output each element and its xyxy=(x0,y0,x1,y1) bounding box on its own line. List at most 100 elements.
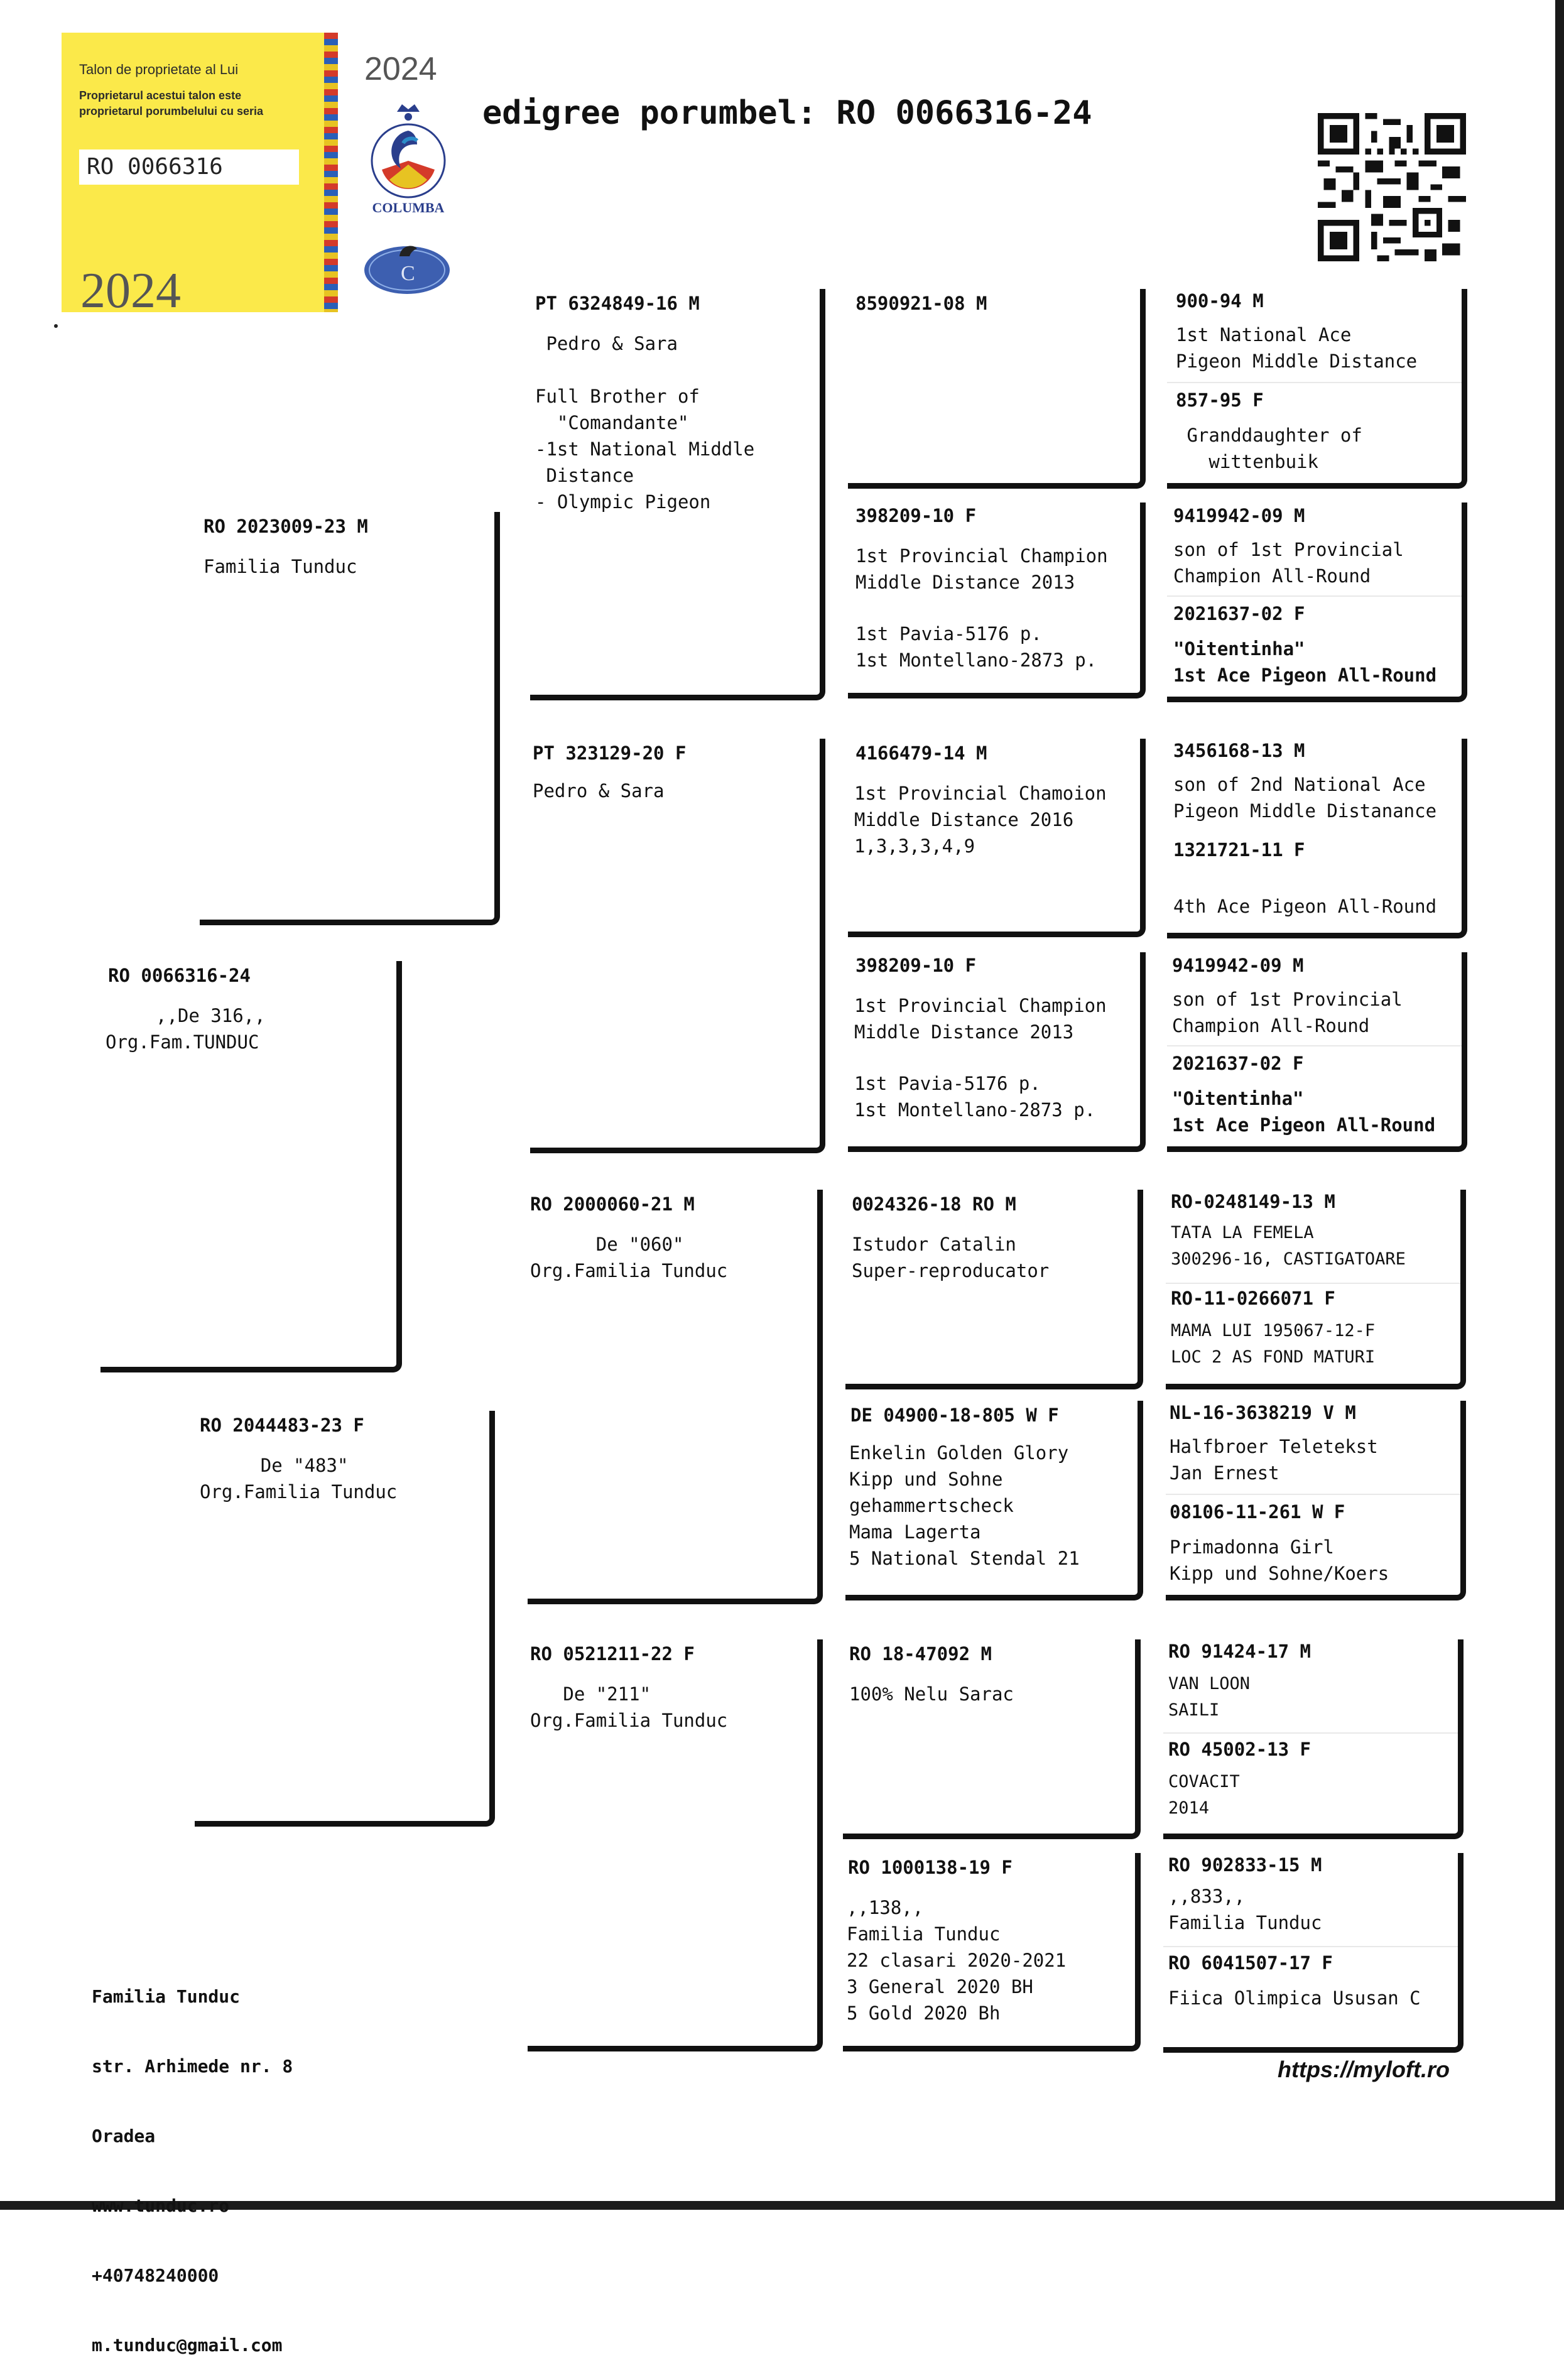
g4-line: 4th Ace Pigeon All-Round xyxy=(1173,896,1437,917)
grandparent-line: Org.Familia Tunduc xyxy=(530,1710,728,1731)
g4-divider xyxy=(1163,1946,1458,1947)
grandparent-ring: PT 6324849-16 M xyxy=(535,293,700,314)
g4-line: Pigeon Middle Distance xyxy=(1176,350,1418,372)
grandparent-box: RO 0521211-22 F De "211" Org.Familia Tun… xyxy=(528,1639,823,2051)
svg-text:C: C xyxy=(401,262,415,285)
g4-divider xyxy=(1167,832,1462,833)
breeder-address: Familia Tunduc str. Arhimede nr. 8 Orade… xyxy=(92,1986,293,2356)
gg-line: 1st Provincial Champion xyxy=(855,545,1108,567)
g4-divider xyxy=(1167,1045,1462,1046)
grandparent-line: Full Brother of xyxy=(535,386,700,407)
gg-line: 100% Nelu Sarac xyxy=(849,1683,1014,1705)
gg-line: 3 General 2020 BH xyxy=(847,1976,1033,1997)
g4-line: 1st Ace Pigeon All-Round xyxy=(1172,1114,1436,1136)
g4-ring: RO-0248149-13 M xyxy=(1171,1191,1335,1212)
g4-line: Champion All-Round xyxy=(1172,1015,1370,1036)
g4-line: 1st National Ace xyxy=(1176,324,1352,345)
g4-box: NL-16-3638219 V M Halfbroer Teletekst Ja… xyxy=(1166,1401,1466,1600)
g4-divider xyxy=(1167,595,1462,597)
g4-line: son of 2nd National Ace xyxy=(1173,774,1426,795)
g4-ring: 3456168-13 M xyxy=(1173,740,1305,761)
great-grandparent-box: 8590921-08 M xyxy=(848,289,1146,489)
ticket-title: Talon de proprietate al Lui xyxy=(79,62,239,77)
g4-ring: 2021637-02 F xyxy=(1173,603,1305,624)
g4-box: 3456168-13 M son of 2nd National Ace Pig… xyxy=(1167,739,1467,938)
g4-divider xyxy=(1163,1732,1458,1734)
subject-line: ,,De 316,, xyxy=(156,1005,266,1026)
g4-ring: 9419942-09 M xyxy=(1172,955,1304,976)
g4-line: TATA LA FEMELA xyxy=(1171,1223,1314,1242)
great-grandparent-box: 4166479-14 M 1st Provincial Chamoion Mid… xyxy=(848,739,1146,937)
g4-ring: 900-94 M xyxy=(1176,290,1264,312)
gg-line: 5 National Stendal 21 xyxy=(849,1548,1080,1569)
email-link[interactable]: m.tunduc@gmail.com xyxy=(92,2335,283,2356)
g4-ring: RO 902833-15 M xyxy=(1168,1854,1322,1876)
sire-box: RO 2023009-23 M Familia Tunduc xyxy=(200,512,500,925)
grandparent-line: Pedro & Sara xyxy=(533,780,665,801)
stray-mark xyxy=(54,324,58,328)
g4-ring: RO 45002-13 F xyxy=(1168,1739,1311,1760)
gg-line: Super-reproducator xyxy=(852,1260,1050,1281)
grandparent-line: "Comandante" xyxy=(535,412,689,433)
gg-line: Familia Tunduc xyxy=(847,1923,1001,1945)
great-grandparent-box: 398209-10 F 1st Provincial Champion Midd… xyxy=(848,503,1146,698)
g4-line: son of 1st Provincial xyxy=(1172,989,1403,1010)
ticket-text: Proprietarul acestui talon este propriet… xyxy=(79,89,264,117)
g4-ring: 857-95 F xyxy=(1176,389,1264,411)
gg-line: Mama Lagerta xyxy=(849,1521,981,1543)
g4-line: COVACIT xyxy=(1168,1772,1240,1791)
phone-number: +40748240000 xyxy=(92,2265,219,2286)
website-link[interactable]: www.tunduc.ro xyxy=(92,2195,230,2216)
great-grandparent-box: 398209-10 F 1st Provincial Champion Midd… xyxy=(848,952,1146,1152)
page-title: edigree porumbel: RO 0066316-24 xyxy=(482,94,1092,132)
g4-box: 9419942-09 M son of 1st Provincial Champ… xyxy=(1167,952,1467,1152)
gg-ring: 4166479-14 M xyxy=(855,742,987,764)
g4-line: Champion All-Round xyxy=(1173,565,1371,587)
gg-line: 1st Provincial Chamoion xyxy=(854,783,1107,804)
grandparent-box: PT 6324849-16 M Pedro & Sara Full Brothe… xyxy=(530,289,825,700)
gg-line: 5 Gold 2020 Bh xyxy=(847,2002,1001,2024)
g4-line: Kipp und Sohne/Koers xyxy=(1170,1563,1389,1584)
g4-line: ,,833,, xyxy=(1168,1886,1246,1907)
g4-line: 300296-16, CASTIGATOARE xyxy=(1171,1249,1406,1269)
g4-divider xyxy=(1167,382,1462,383)
gg-ring: RO 18-47092 M xyxy=(849,1643,992,1665)
grandparent-line: Distance xyxy=(535,465,634,486)
columba-logo-icon xyxy=(371,104,446,198)
g4-line: VAN LOON xyxy=(1168,1674,1251,1693)
fci-logo-icon: C xyxy=(364,246,450,294)
grandparent-line: Pedro & Sara xyxy=(535,333,678,354)
gg-line: Middle Distance 2013 xyxy=(854,1021,1074,1043)
gg-ring: 398209-10 F xyxy=(855,955,977,976)
g4-line: 1st Ace Pigeon All-Round xyxy=(1173,665,1437,686)
g4-box: RO-0248149-13 M TATA LA FEMELA 300296-16… xyxy=(1166,1190,1466,1389)
myloft-link[interactable]: https://myloft.ro xyxy=(1278,2057,1450,2082)
gg-line: gehammertscheck xyxy=(849,1495,1014,1516)
grandparent-line: Org.Familia Tunduc xyxy=(530,1260,728,1281)
great-grandparent-box: RO 18-47092 M 100% Nelu Sarac xyxy=(843,1639,1141,1839)
g4-ring: 1321721-11 F xyxy=(1173,839,1305,861)
g4-ring: 2021637-02 F xyxy=(1172,1053,1304,1074)
gg-line: Enkelin Golden Glory xyxy=(849,1442,1069,1464)
g4-box: RO 902833-15 M ,,833,, Familia Tunduc RO… xyxy=(1163,1853,1464,2053)
g4-line: MAMA LUI 195067-12-F xyxy=(1171,1321,1376,1340)
g4-line: son of 1st Provincial xyxy=(1173,539,1404,560)
g4-line: Familia Tunduc xyxy=(1168,1912,1322,1933)
ticket-stripe xyxy=(324,33,338,312)
gg-ring: RO 1000138-19 F xyxy=(848,1857,1013,1878)
gg-line: 1st Montellano-2873 p. xyxy=(855,649,1097,671)
g4-ring: NL-16-3638219 V M xyxy=(1170,1402,1356,1423)
g4-line: SAILI xyxy=(1168,1700,1220,1720)
gg-line: Middle Distance 2013 xyxy=(855,572,1075,593)
g4-ring: RO 6041507-17 F xyxy=(1168,1952,1333,1974)
gg-line: Middle Distance 2016 xyxy=(854,809,1074,830)
g4-divider xyxy=(1166,1283,1460,1284)
g4-line: Primadonna Girl xyxy=(1170,1536,1334,1558)
gg-ring: 398209-10 F xyxy=(855,505,977,526)
g4-line: LOC 2 AS FOND MATURI xyxy=(1171,1347,1376,1367)
dam-line: De "483" xyxy=(195,1455,349,1476)
g4-line: wittenbuik xyxy=(1176,451,1318,472)
great-grandparent-box: RO 1000138-19 F ,,138,, Familia Tunduc 2… xyxy=(843,1853,1141,2051)
gg-ring: 0024326-18 RO M xyxy=(852,1193,1016,1215)
grandparent-line: De "060" xyxy=(530,1234,684,1255)
